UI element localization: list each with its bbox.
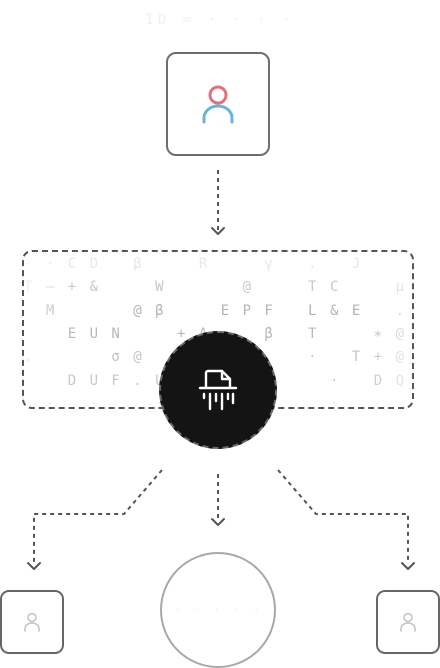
user-icon: [202, 85, 234, 124]
ciphertext-row: T — + & W @ T C μ ∗ F W Q ·: [24, 279, 407, 295]
result-node: · · · · ·: [160, 552, 276, 668]
arrowhead-right: [401, 562, 415, 570]
connector-shredder-to-left: [33, 469, 163, 564]
shredder-node: [159, 331, 277, 449]
connector-shredder-to-right: [277, 469, 409, 564]
recipient-node-right: [376, 590, 440, 654]
arrowhead-result: [211, 518, 225, 526]
arrowhead-left: [27, 562, 41, 570]
result-faint-text: · · · · ·: [173, 602, 263, 618]
header-faint-text: ID = · · · ·: [145, 12, 295, 28]
arrowhead-sender: [211, 227, 225, 235]
sender-node: [166, 52, 270, 156]
file-shredder-icon: [198, 369, 238, 411]
user-icon: [400, 612, 416, 632]
user-icon: [24, 612, 40, 632]
ciphertext-row: M @ β E P F L & E . γ σ Z A T C: [45, 303, 407, 319]
recipient-node-left: [0, 590, 64, 654]
ciphertext-box: · · C D β R γ . J · Q · · T — + & W @ T …: [22, 250, 414, 409]
ciphertext-row: · · C D β R γ . J · Q · ·: [24, 256, 363, 272]
